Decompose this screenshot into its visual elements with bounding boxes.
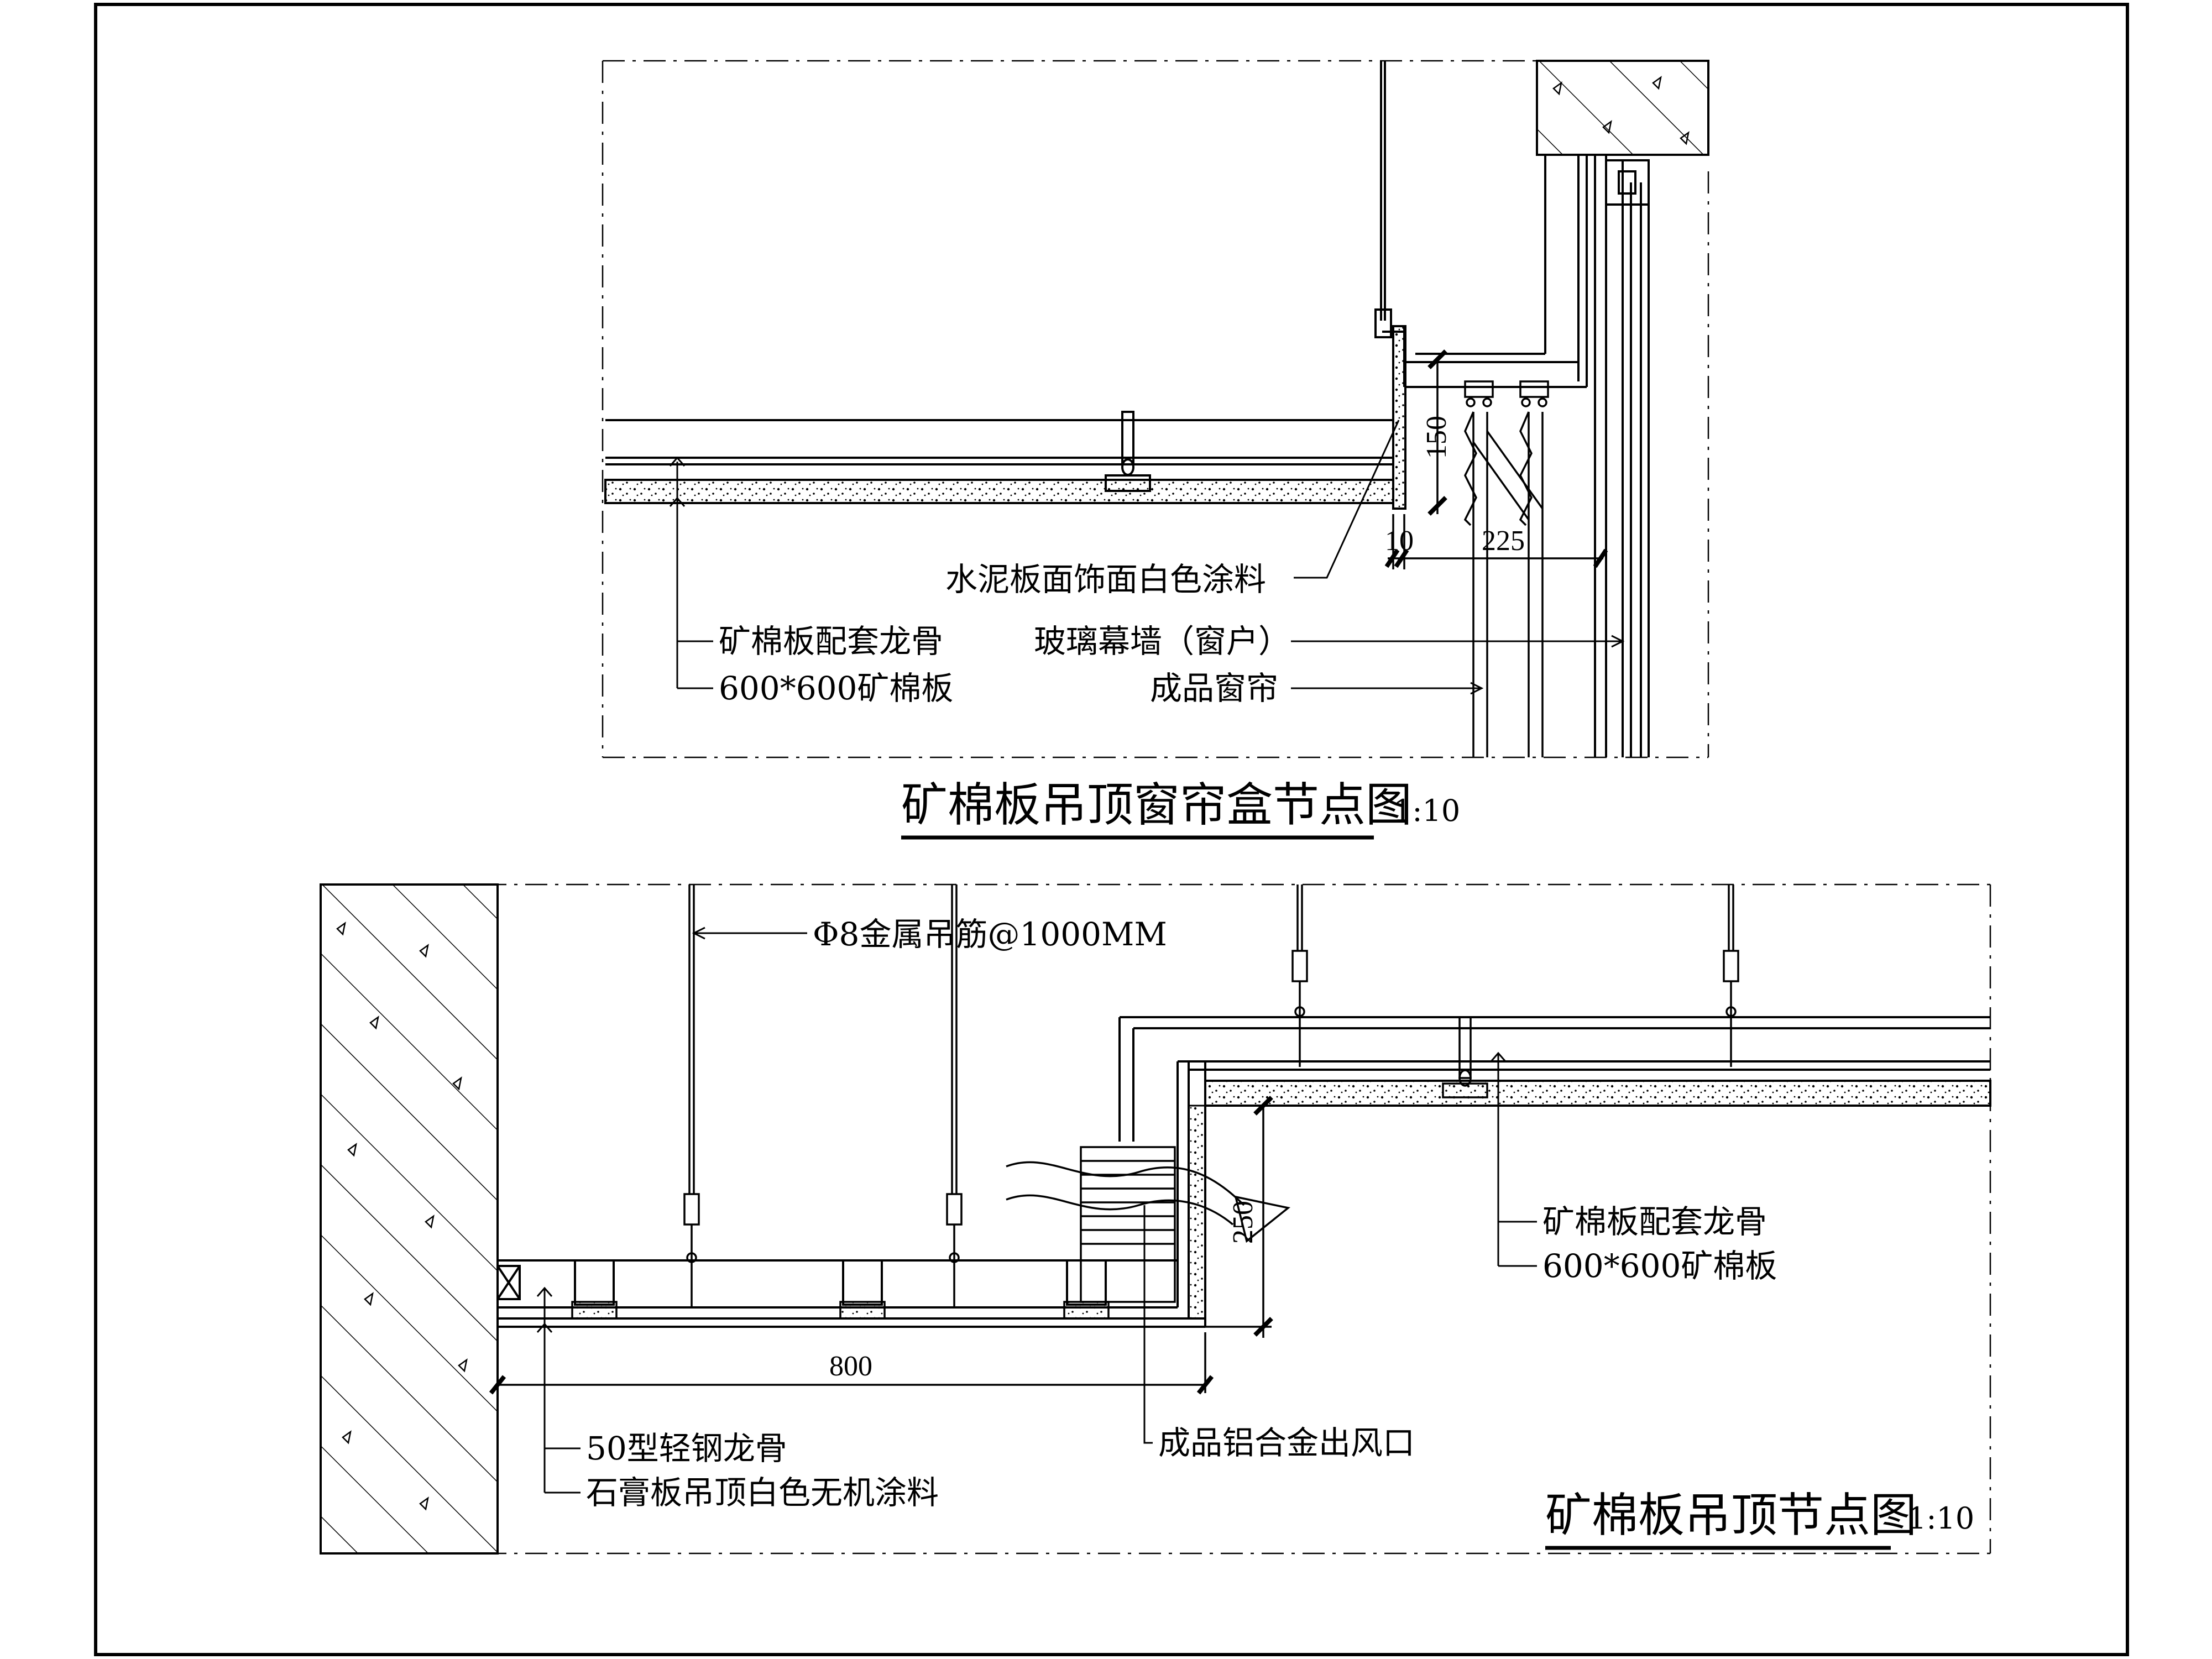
label-curtain: 成品窗帘	[1150, 669, 1278, 707]
bottom-keel-clip	[1442, 1016, 1488, 1098]
label-steel-keel: 50型轻钢龙骨	[586, 1430, 787, 1467]
concrete-wall	[320, 883, 499, 1555]
dim-10: 10	[1385, 525, 1414, 557]
hanger-rods	[683, 885, 1739, 1307]
dim-250: 250	[1227, 1201, 1259, 1244]
scale-bottom: 1:10	[1907, 1501, 1974, 1536]
bottom-leaders	[536, 927, 1537, 1494]
box-side-board	[1188, 1105, 1206, 1320]
concrete-beam	[1536, 60, 1709, 156]
air-outlet	[1006, 1146, 1290, 1303]
detail-curtain-box: 150 10 225 水泥板面饰面白色涂料 矿棉板配套龙骨 600*600矿棉板…	[602, 60, 1709, 840]
curtain-box	[1374, 61, 1588, 510]
label-panel-bottom: 600*600矿棉板	[1542, 1247, 1777, 1285]
dim-800: 800	[829, 1351, 872, 1382]
label-glass-wall: 玻璃幕墙（窗户）	[1034, 622, 1290, 660]
dim-225: 225	[1482, 525, 1525, 557]
ceiling-keel	[605, 411, 1393, 492]
label-gypsum: 石膏板吊顶白色无机涂料	[586, 1474, 939, 1511]
label-cement-board: 水泥板面饰面白色涂料	[945, 561, 1266, 598]
bottom-frame	[321, 883, 1991, 1555]
gypsum-keel-blocks	[571, 1301, 1110, 1320]
mineral-board	[604, 479, 1394, 504]
top-leaders	[669, 420, 1625, 695]
label-keel-bottom: 矿棉板配套龙骨	[1542, 1203, 1767, 1241]
scale-top: 1:10	[1393, 793, 1460, 828]
title-bottom: 矿棉板吊顶节点图	[1545, 1488, 1917, 1542]
label-keel-top: 矿棉板配套龙骨	[719, 622, 943, 660]
curtain	[1463, 380, 1549, 757]
bottom-dimensions	[489, 1096, 1273, 1395]
label-hanger: Φ8金属吊筋@1000MM	[813, 915, 1167, 953]
label-air-outlet: 成品铝合金出风口	[1158, 1424, 1415, 1462]
sheet-border	[94, 3, 2129, 1656]
dim-150: 150	[1421, 416, 1452, 459]
top-dimensions	[1384, 349, 1608, 569]
detail-ceiling: 250 800 Φ8金属吊筋@1000MM 矿棉板配套龙骨 600*600矿棉板…	[320, 883, 1991, 1555]
label-panel-top: 600*600矿棉板	[719, 669, 953, 707]
mineral-board-bottom	[1204, 1080, 1991, 1107]
title-top: 矿棉板吊顶窗帘盒节点图	[901, 778, 1412, 832]
glass-curtain-wall	[1594, 155, 1650, 757]
